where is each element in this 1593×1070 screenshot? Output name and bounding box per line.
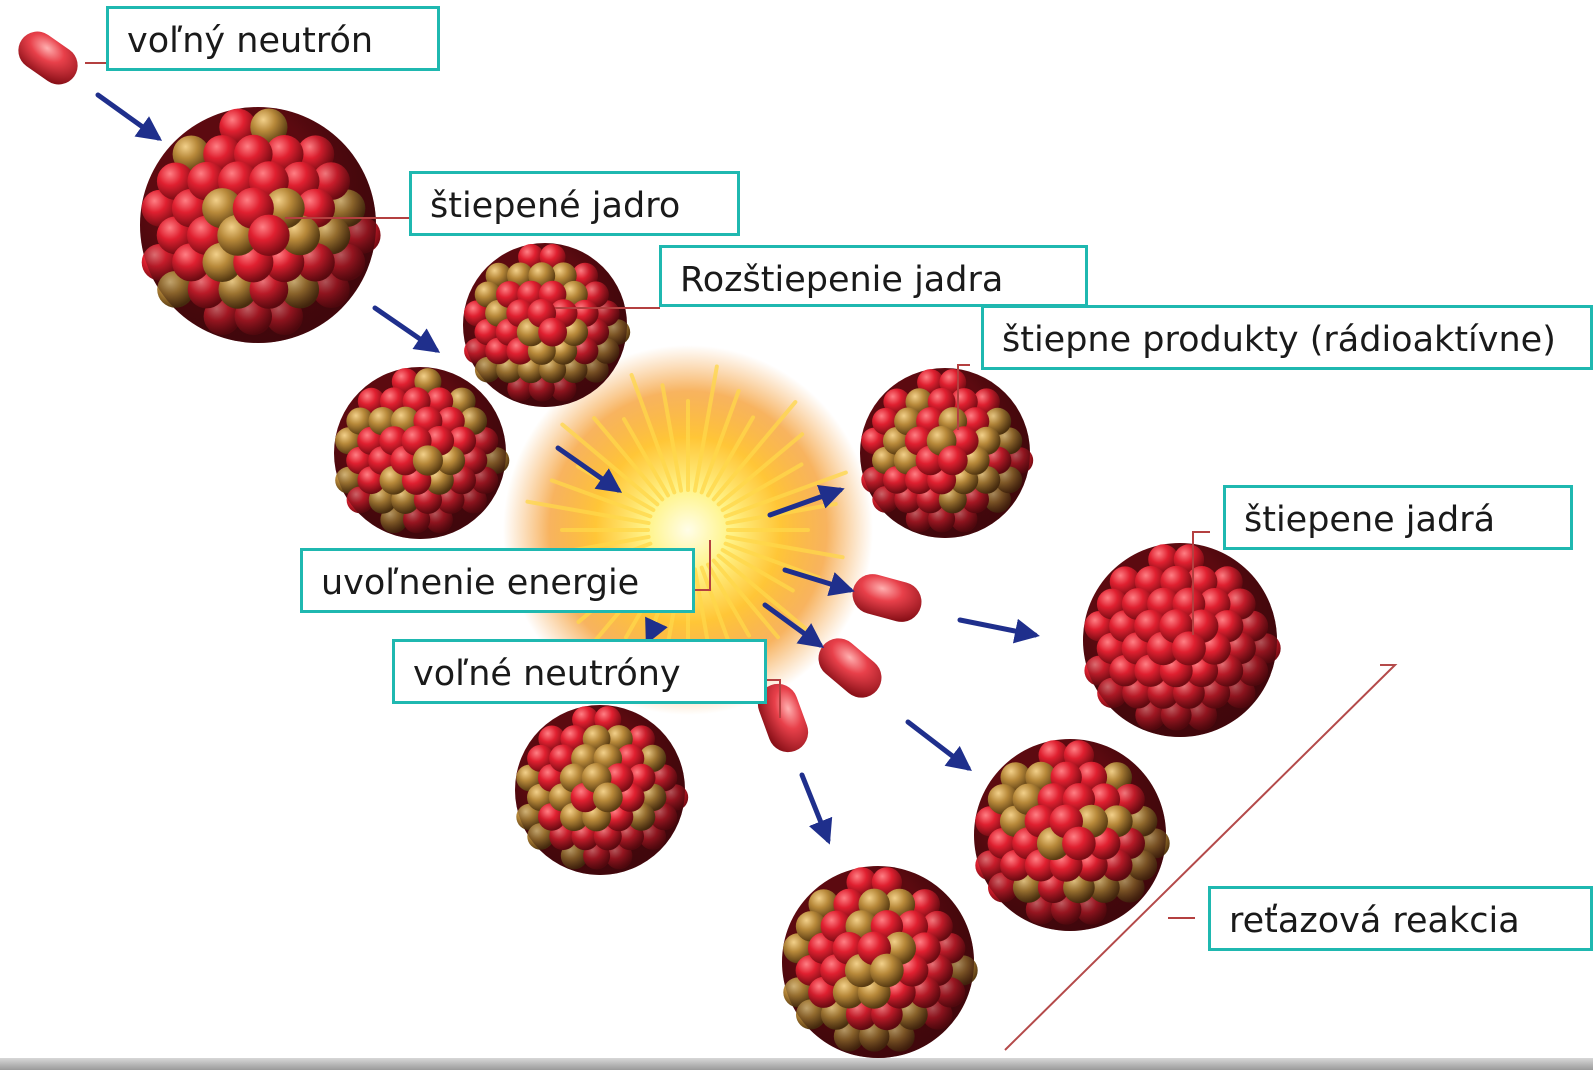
arrow-icon <box>802 775 828 840</box>
label-energy-release: uvoľnenie energie <box>300 548 695 613</box>
nucleus-product-right <box>860 368 1033 538</box>
neutron-particle-incoming <box>11 24 85 92</box>
label-chain-reaction: reťazová reakcia <box>1208 886 1593 951</box>
arrow-icon <box>98 95 158 138</box>
bottom-border <box>0 1058 1593 1070</box>
nucleus-split-1 <box>1083 543 1281 737</box>
label-fissile-nucleus: štiepené jadro <box>409 171 740 236</box>
nucleus-product-lower <box>515 705 688 875</box>
arrow-icon <box>375 308 436 350</box>
label-split-nuclei: štiepene jadrá <box>1223 485 1573 550</box>
label-free-neutrons: voľné neutróny <box>392 639 767 704</box>
nucleus-fragment-lower <box>334 367 509 539</box>
nucleus-fissile <box>140 107 381 343</box>
arrow-icon <box>908 722 968 768</box>
label-fission-products: štiepne produkty (rádioaktívne) <box>981 305 1593 370</box>
label-free-neutron: voľný neutrón <box>106 6 440 71</box>
nucleus-split-2 <box>974 739 1170 931</box>
nucleus-split-3 <box>782 866 978 1058</box>
label-nucleus-split: Rozštiepenie jadra <box>659 245 1088 307</box>
arrow-icon <box>960 620 1035 635</box>
